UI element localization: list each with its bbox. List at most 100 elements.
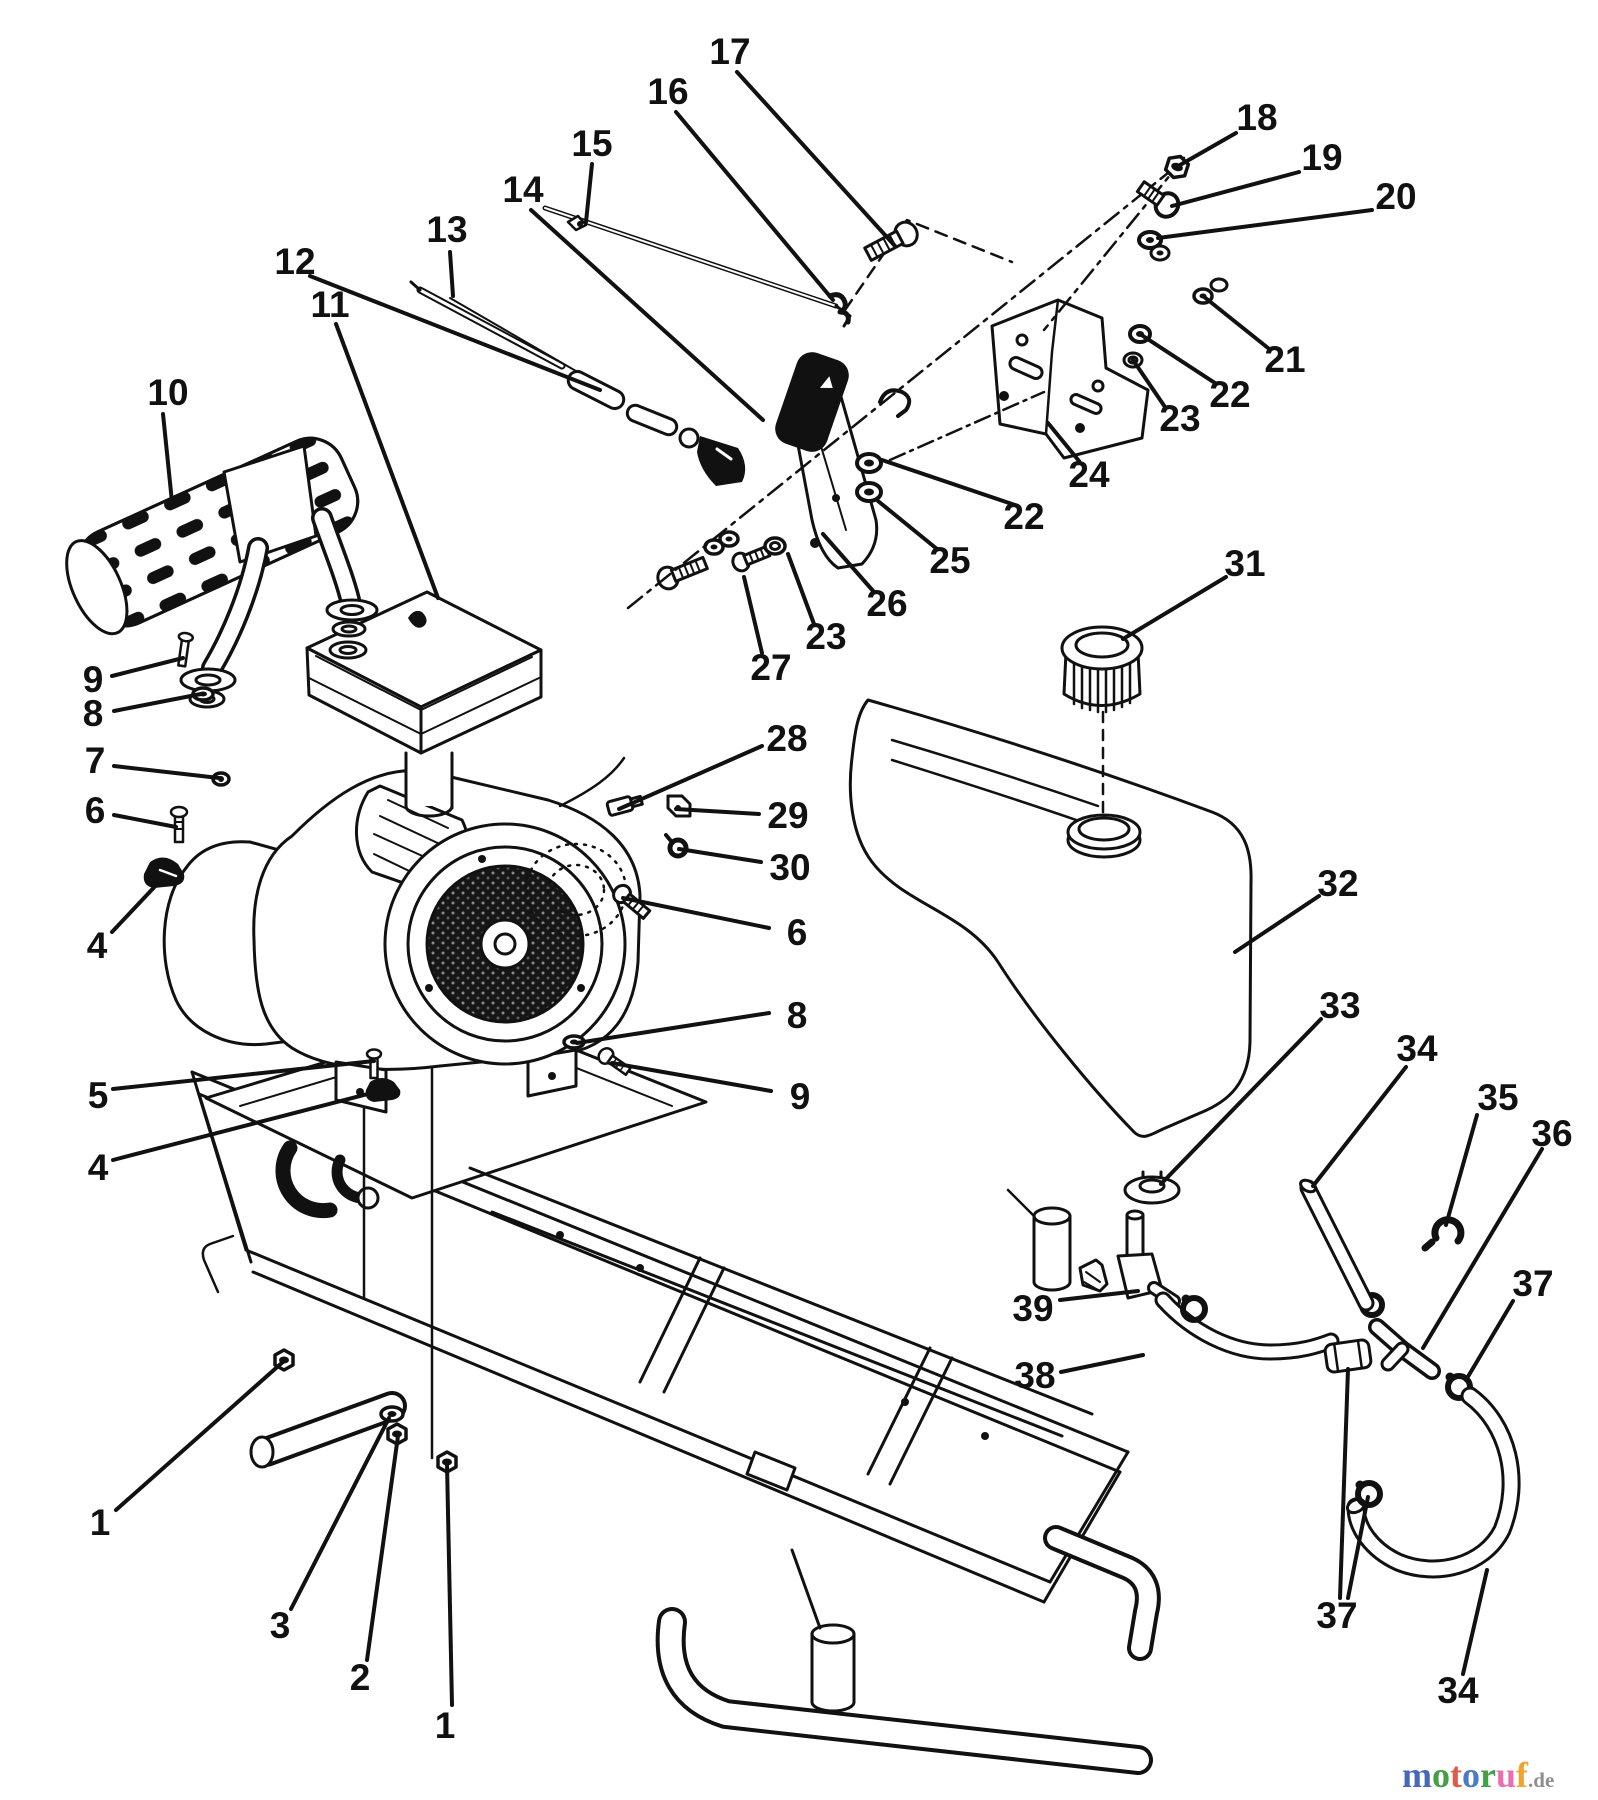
leader-line [1046,421,1081,463]
leader-line [742,575,764,655]
leader-line [1311,1065,1408,1188]
leader-line [677,847,763,864]
part-number: 8 [83,693,104,734]
leader-line [1201,294,1270,350]
leader-line [821,532,876,594]
part-number: 13 [426,209,467,250]
leader-line [575,1011,771,1045]
hose-clamp [667,837,689,859]
part-callout-1-44: 1 [90,1359,286,1543]
part-number: 4 [87,925,108,966]
leader-line [161,412,174,504]
part-callout-32-34: 32 [1233,863,1359,954]
watermark-logo: motoruf.de [1402,1755,1554,1795]
part-number: 20 [1375,176,1416,217]
part-callout-21-10: 21 [1201,294,1306,380]
part-number: 6 [787,912,808,953]
fuel-cap [1060,625,1144,714]
part-callout-24-13: 24 [1046,421,1110,495]
leader-line [1346,1495,1370,1600]
hose-clamp [1355,1480,1383,1508]
part-number: 10 [147,372,188,413]
leader-line [308,274,602,392]
part-callout-37-39: 37 [1464,1263,1554,1382]
fuel-hose-34-lower [1349,1389,1518,1576]
fuel-tank [848,625,1253,1138]
elbow-fitting [666,794,692,818]
leader-line [1156,208,1374,240]
lever-assembly [656,352,912,591]
bolt [1135,180,1181,219]
part-callout-36-38: 36 [1421,1113,1573,1350]
leader-line [112,764,221,780]
engine [162,590,642,1114]
part-callout-5-25: 5 [88,1059,376,1116]
part-number: 1 [435,1705,456,1746]
leader-line [786,552,816,626]
part-callout-11-6: 11 [310,284,440,600]
leader-line [1444,1113,1479,1227]
right-bumper [1043,1525,1161,1661]
leader-line [1233,894,1321,954]
part-callout-13-4: 13 [426,209,468,298]
leader-line [617,744,764,811]
leader-line [1421,1147,1544,1350]
part-number: 33 [1319,985,1360,1026]
part-callout-9-20: 9 [83,656,185,700]
part-number: 23 [805,616,846,657]
part-callout-29-28: 29 [674,795,809,836]
part-callout-31-33: 31 [1121,543,1266,641]
leader-line [1138,332,1217,385]
leader-line [674,110,835,302]
leader-line [1338,1367,1350,1600]
leader-line [110,878,163,934]
part-callout-22-11: 22 [1138,332,1251,415]
part-callout-12-5: 12 [274,241,602,392]
part-number: 27 [750,647,791,688]
part-callout-17-0: 17 [709,31,897,248]
part-number: 2 [350,1657,371,1698]
part-callout-8-31: 8 [575,995,807,1045]
part-callout-16-1: 16 [647,71,835,302]
caster-tube-front [790,1548,856,1713]
part-callout-30-29: 30 [677,847,811,888]
leader-line [448,250,455,298]
part-number: 25 [929,540,970,581]
part-number: 23 [1159,398,1200,439]
part-number: 18 [1236,97,1277,138]
frame-chassis [190,962,1161,1775]
leader-line [112,813,178,829]
leader-line [112,692,203,713]
leader-line [1461,1568,1489,1676]
part-number: 22 [1003,496,1044,537]
part-callout-10-19: 10 [147,372,189,504]
part-number: 26 [866,583,907,624]
spring-clip [1421,1216,1465,1252]
part-number: 7 [85,740,106,781]
part-number: 4 [88,1147,109,1188]
part-number: 12 [274,241,315,282]
nut [436,1450,458,1474]
leader-line [110,656,185,678]
part-callout-23-17: 23 [786,552,847,657]
part-callout-2-46: 2 [350,1434,400,1698]
pedal-pad [775,352,849,452]
front-bumper [655,1607,1153,1775]
part-callout-4-26: 4 [88,1088,385,1188]
part-number: 35 [1477,1077,1518,1118]
leader-line [289,1416,391,1611]
part-number: 28 [766,718,807,759]
part-number: 34 [1396,1028,1438,1069]
part-number: 1 [90,1502,111,1543]
leader-line [621,896,771,930]
part-callout-9-32: 9 [610,1061,811,1117]
leader-line [584,162,594,224]
leader-line [1121,575,1228,641]
hose-clamp [1180,1295,1208,1323]
part-number: 29 [767,795,808,836]
clip [827,292,851,325]
part-number: 39 [1012,1288,1053,1329]
part-number: 9 [790,1076,811,1117]
